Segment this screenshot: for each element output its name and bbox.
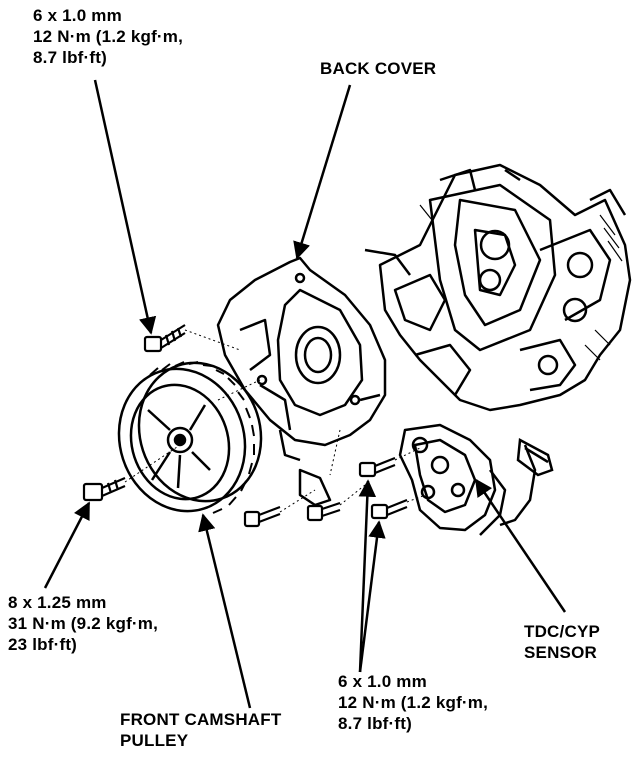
bolt-sensor-upper: [358, 456, 396, 478]
pulley-teeth: [149, 361, 255, 514]
bolt-pulley: [82, 476, 126, 502]
label-bolt-top-spec: 6 x 1.0 mm 12 N·m (1.2 kgf·m, 8.7 lbf·ft…: [33, 5, 183, 68]
label-pulley: FRONT CAMSHAFT PULLEY: [120, 709, 281, 751]
bolt-top: [143, 324, 186, 353]
label-bolt-pulley-torque-1: 31 N·m (9.2 kgf·m,: [8, 614, 159, 633]
label-back-cover: BACK COVER: [320, 58, 436, 79]
label-bolt-top-torque-1: 12 N·m (1.2 kgf·m,: [33, 27, 184, 46]
label-bolt-pulley-torque-2: 23 lbf·ft): [8, 635, 78, 654]
label-bolt-sensor-spec: 6 x 1.0 mm 12 N·m (1.2 kgf·m, 8.7 lbf·ft…: [338, 671, 488, 734]
label-bolt-top-torque-2: 8.7 lbf·ft): [33, 48, 107, 67]
label-sensor-line-1: TDC/CYP: [524, 622, 601, 641]
label-sensor-line-2: SENSOR: [524, 643, 597, 662]
engine-block: [364, 163, 632, 412]
label-pulley-line-2: PULLEY: [120, 731, 189, 750]
label-bolt-pulley-spec: 8 x 1.25 mm 31 N·m (9.2 kgf·m, 23 lbf·ft…: [8, 592, 158, 655]
camshaft-pulley-part: [117, 361, 263, 513]
sensor-wire: [499, 438, 554, 527]
tdc-cyp-sensor-part: [398, 423, 507, 536]
bolt-cover-lower: [243, 501, 341, 528]
label-back-cover-text: BACK COVER: [320, 59, 437, 78]
label-bolt-sensor-size: 6 x 1.0 mm: [338, 672, 427, 691]
label-bolt-sensor-torque-1: 12 N·m (1.2 kgf·m,: [338, 693, 489, 712]
label-bolt-pulley-size: 8 x 1.25 mm: [8, 593, 107, 612]
bolt-sensor-lower: [370, 498, 408, 520]
leader-arrows: [43, 79, 567, 709]
label-bolt-top-size: 6 x 1.0 mm: [33, 6, 122, 25]
label-pulley-line-1: FRONT CAMSHAFT: [120, 710, 282, 729]
label-sensor: TDC/CYP SENSOR: [524, 621, 600, 663]
label-bolt-sensor-torque-2: 8.7 lbf·ft): [338, 714, 412, 733]
engine-hatching: [419, 204, 623, 361]
